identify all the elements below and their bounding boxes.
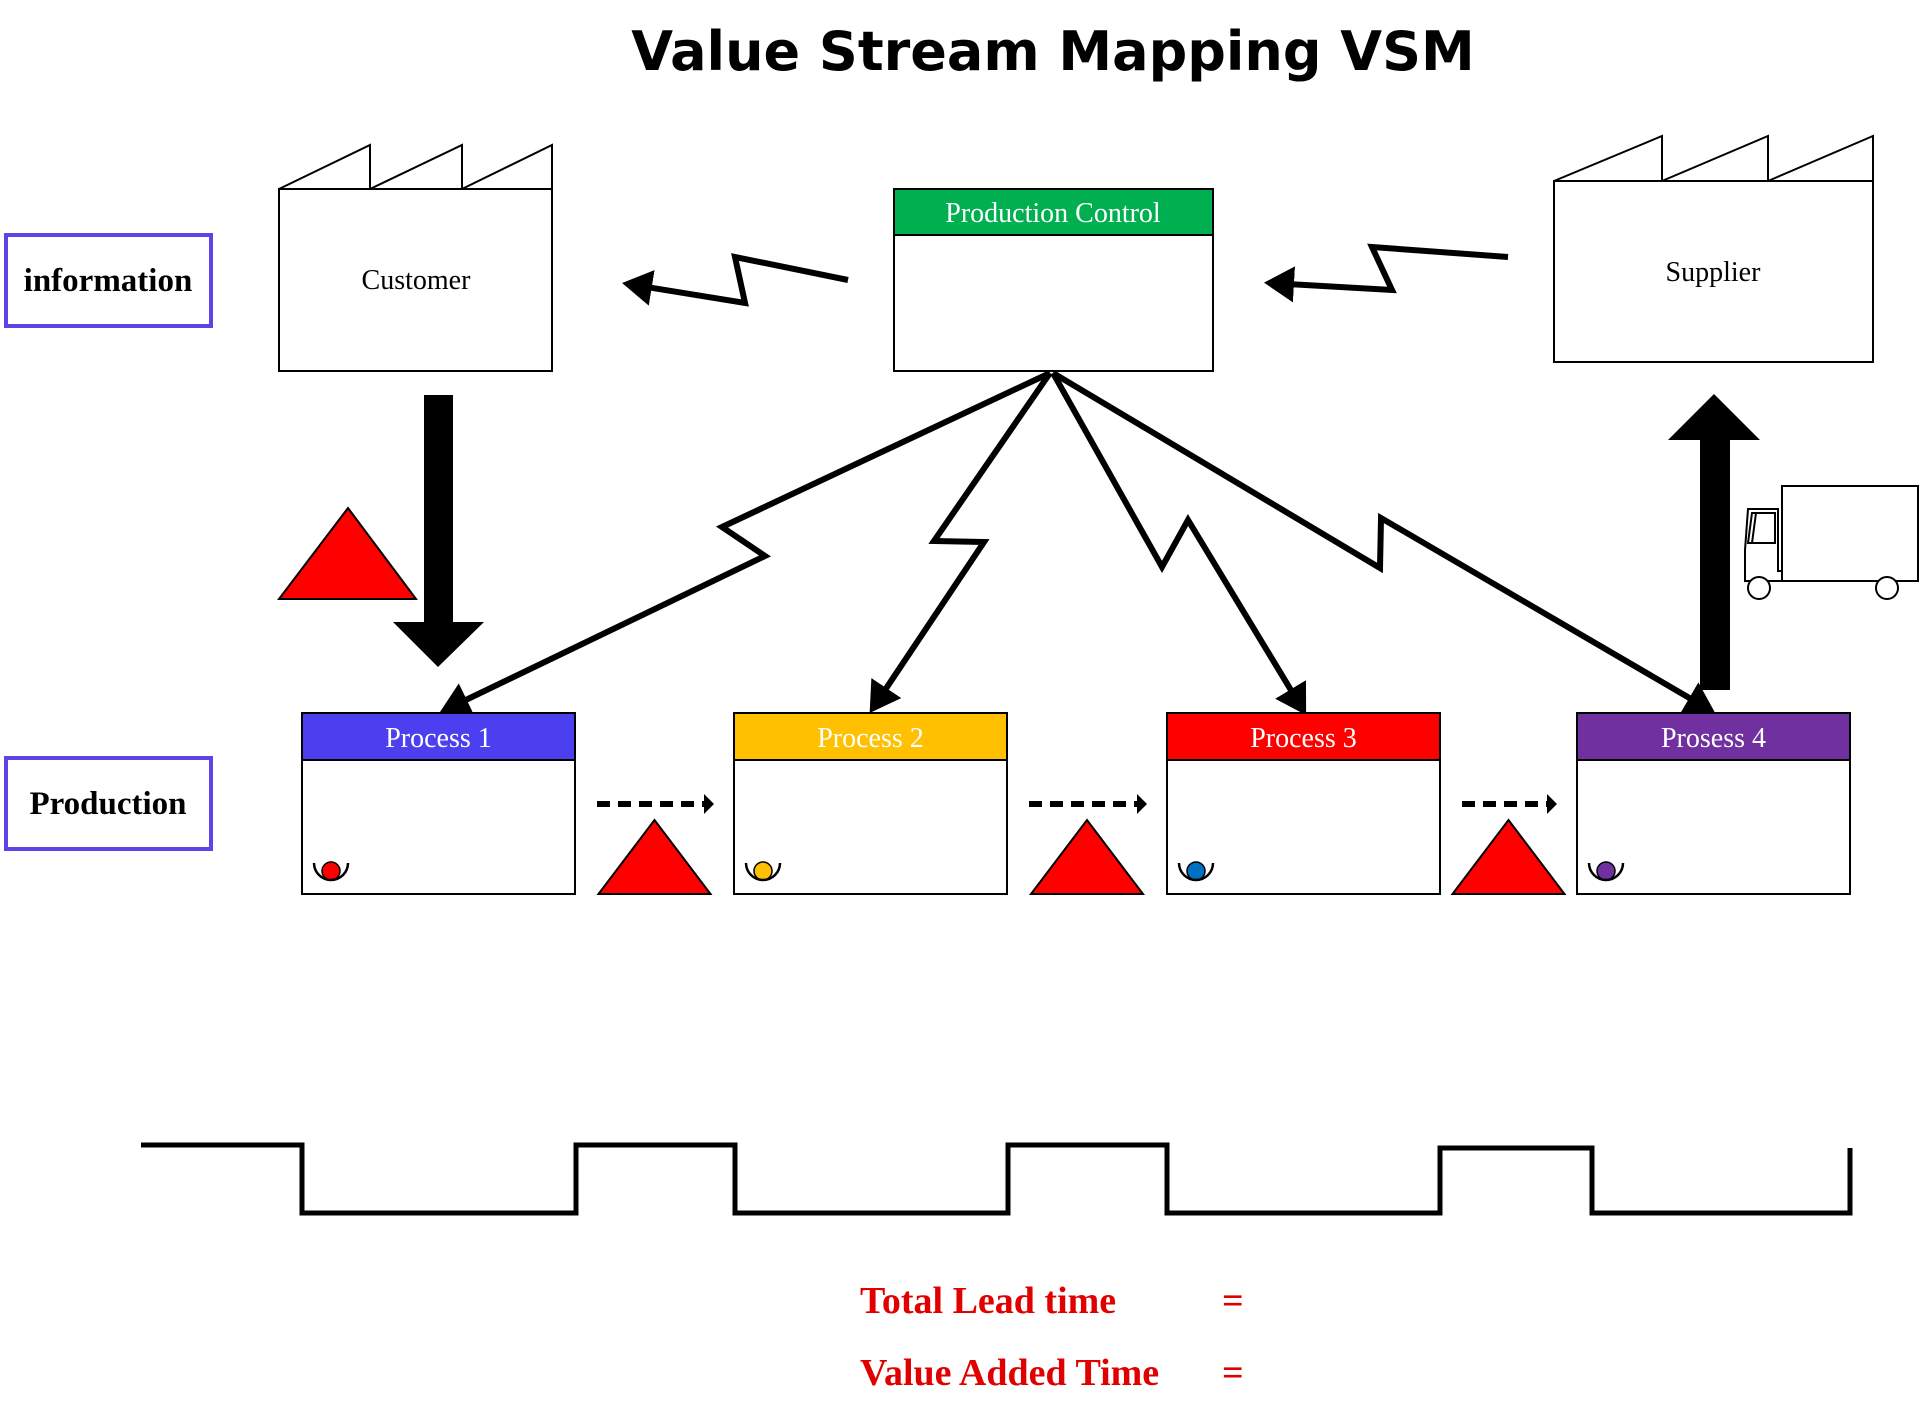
section-label-text: Production (29, 786, 186, 822)
process-label: Process 2 (817, 723, 924, 754)
lead-time-ladder (141, 1142, 1853, 1216)
customer-factory[interactable]: Customer (278, 143, 553, 372)
lightning-arrow-icon (439, 370, 1052, 716)
process-header (1576, 712, 1851, 761)
process-row: Process 1 Process 2 Process 3 Prosess 4 (301, 712, 1851, 895)
customer-label: Customer (362, 265, 472, 296)
production-control-label: Production Control (945, 198, 1161, 229)
total-lead-time-label: Total Lead time (860, 1280, 1116, 1322)
operator-icon (1177, 861, 1215, 882)
lightning-arrow-icon (1264, 243, 1509, 303)
shipment-arrow-icon (1668, 394, 1760, 690)
process-label: Process 1 (385, 723, 492, 754)
operator-icon (1587, 861, 1625, 882)
process-label: Prosess 4 (1661, 723, 1766, 754)
process-header (301, 712, 576, 761)
push-arrow-icon (1029, 794, 1147, 814)
process-header (1166, 712, 1441, 761)
process-box[interactable]: Prosess 4 (1576, 712, 1851, 895)
supplier-factory[interactable]: Supplier (1553, 134, 1874, 363)
section-label-box (4, 233, 213, 328)
production-control-header (893, 188, 1214, 236)
factory-icon (1553, 134, 1874, 363)
inventory-triangle-icon (596, 818, 713, 895)
push-arrow-icon (597, 794, 714, 814)
value-added-time-value: = (1222, 1352, 1244, 1394)
inventory-triangle-icon (1450, 818, 1567, 895)
operator-icon (312, 861, 350, 882)
push-arrow-icon (1462, 794, 1557, 814)
process-box[interactable]: Process 3 (1166, 712, 1441, 895)
lightning-arrow-icon (1050, 371, 1307, 716)
inventory-triangle-icon (1028, 818, 1146, 895)
process-box[interactable]: Process 2 (733, 712, 1008, 895)
section-label-information: information (4, 233, 213, 328)
section-label-text: information (24, 263, 193, 299)
supplier-label: Supplier (1666, 257, 1762, 288)
operator-icon (744, 861, 782, 882)
process-header (733, 712, 1008, 761)
truck-icon (1744, 485, 1919, 600)
page-title: Value Stream Mapping VSM (631, 20, 1474, 83)
lightning-arrow-icon (1051, 370, 1716, 714)
process-label: Process 3 (1250, 723, 1357, 754)
total-lead-time-value: = (1222, 1280, 1244, 1322)
lightning-arrow-icon (622, 253, 849, 307)
process-box[interactable]: Process 1 (301, 712, 576, 895)
section-label-production: Production (4, 756, 213, 851)
lightning-arrow-icon (869, 371, 1053, 713)
shipment-arrow-icon (393, 395, 484, 667)
section-label-box (4, 756, 213, 851)
factory-icon (278, 143, 553, 372)
value-added-time-label: Value Added Time (860, 1352, 1159, 1394)
inventory-triangle-icon (276, 506, 418, 600)
production-control-box[interactable]: Production Control (893, 188, 1214, 372)
